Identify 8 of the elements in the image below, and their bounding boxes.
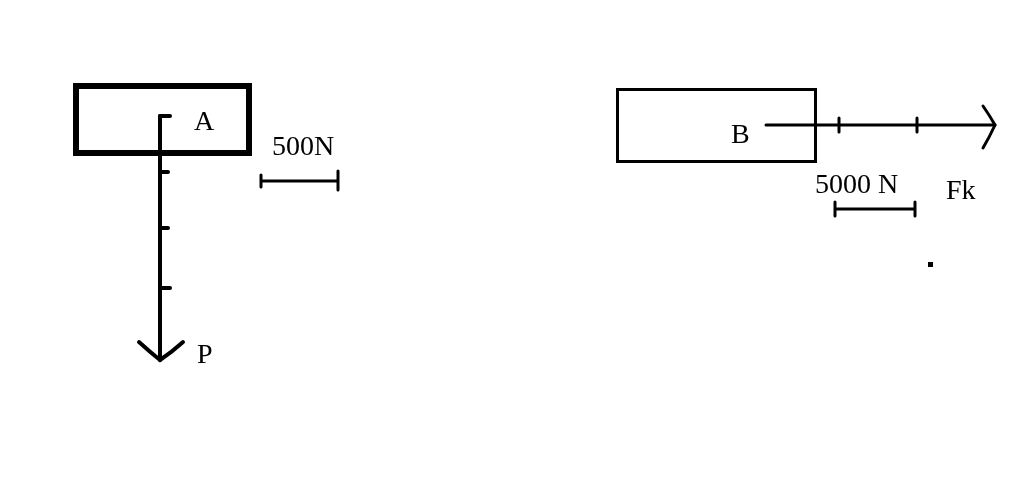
- scale-label: 5000 N: [815, 170, 899, 198]
- force-label: Fk: [946, 176, 976, 204]
- point-label: B: [731, 120, 750, 148]
- body-box: [616, 88, 817, 163]
- point-label: A: [194, 107, 215, 135]
- scale-label: 500N: [272, 132, 335, 160]
- body-box: [73, 83, 252, 156]
- force-label: P: [197, 340, 213, 368]
